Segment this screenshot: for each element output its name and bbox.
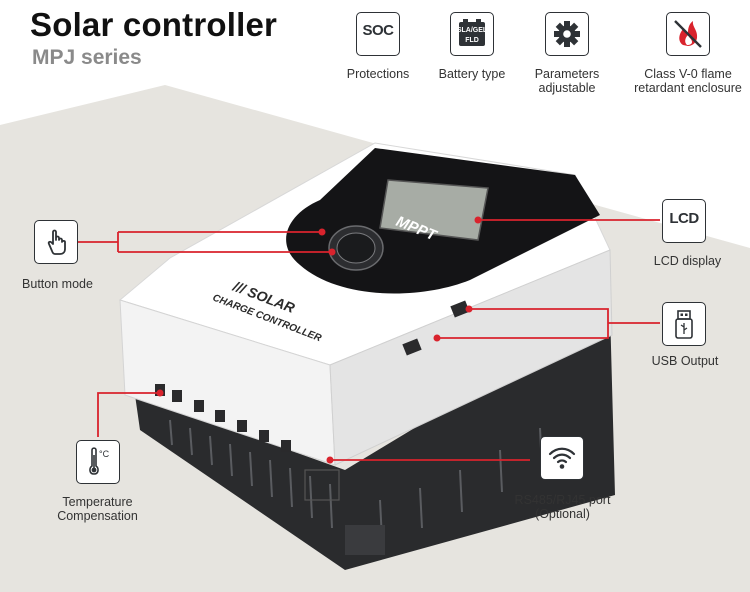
feature-label: Protections	[346, 67, 410, 81]
feature-label: Battery type	[438, 67, 506, 81]
heatsink	[135, 310, 615, 570]
page-subtitle: MPJ series	[32, 46, 142, 69]
feature-battery-type: SLA/GEL FLD Battery type	[412, 12, 532, 81]
feature-protections: SOC Protections	[318, 12, 438, 81]
button-mode-label: Button mode	[22, 277, 93, 291]
wifi-icon	[540, 436, 584, 480]
lcd-display-label: LCD display	[653, 254, 722, 268]
thermometer-icon: °C	[76, 440, 120, 484]
no-flame-icon	[666, 12, 710, 56]
lcd-icon: LCD	[662, 199, 706, 243]
battery-icon: SLA/GEL FLD	[450, 12, 494, 56]
usb-stick-icon	[662, 302, 706, 346]
svg-text:FLD: FLD	[465, 37, 479, 44]
svg-text:°C: °C	[99, 449, 110, 459]
svg-text:SLA/GEL: SLA/GEL	[457, 27, 488, 34]
rs485-label: RS485/RJ45 port(Optional)	[514, 493, 611, 521]
usb-output-label: USB Output	[651, 354, 719, 368]
hand-pointer-icon	[34, 220, 78, 264]
gear-icon	[545, 12, 589, 56]
page-title: Solar controller	[30, 6, 278, 43]
soc-icon: SOC	[356, 12, 400, 56]
